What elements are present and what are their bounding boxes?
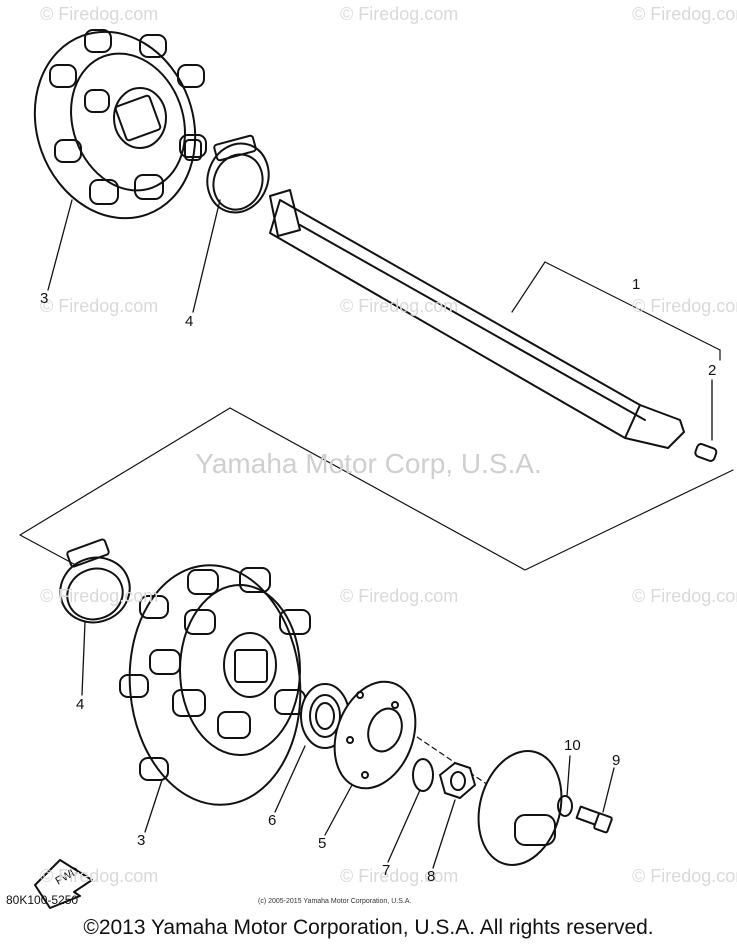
washer — [412, 758, 434, 792]
leader-7 — [387, 789, 421, 863]
leader-8 — [432, 799, 456, 869]
bracket-line — [511, 261, 546, 313]
end-cap — [477, 750, 563, 866]
part-number: 80K100-5250 — [6, 893, 79, 907]
nut — [439, 762, 476, 799]
callout-1: 1 — [632, 276, 641, 293]
leader-3-lower — [144, 779, 163, 833]
watermark-text: © Firedog.com — [632, 866, 737, 886]
callout-7: 7 — [382, 862, 391, 879]
callout-6: 6 — [268, 812, 277, 829]
drive-shaft — [269, 189, 685, 449]
watermark-text: © Firedog.com — [40, 586, 159, 606]
copyright-footer: ©2013 Yamaha Motor Corporation, U.S.A. A… — [83, 916, 654, 939]
lower-clamp — [59, 538, 131, 624]
leader-3-upper — [47, 199, 73, 291]
bolt — [575, 805, 613, 834]
upper-sprocket — [33, 29, 207, 220]
watermark-text: © Firedog.com — [340, 296, 459, 316]
callout-10: 10 — [564, 737, 581, 754]
end-plug — [694, 443, 718, 462]
lower-sprocket — [119, 564, 311, 806]
fwd-arrow-icon — [34, 859, 93, 909]
watermark-text: © Firedog.com — [40, 296, 159, 316]
callout-8: 8 — [427, 868, 436, 885]
leader-10 — [566, 755, 571, 797]
upper-clamp — [206, 134, 270, 214]
corp-watermark: Yamaha Motor Corp, U.S.A. — [195, 448, 542, 479]
flange — [333, 680, 417, 790]
watermark-text: © Firedog.com — [632, 586, 737, 606]
callout-3: 3 — [40, 290, 49, 307]
callout-4: 4 — [185, 313, 194, 330]
leader-5 — [324, 784, 353, 836]
callout-9: 9 — [612, 752, 621, 769]
callout-2: 2 — [708, 362, 717, 379]
callout-4-lower: 4 — [76, 696, 85, 713]
lock-washer — [557, 795, 573, 817]
leader-4-upper — [192, 199, 221, 313]
watermark-text: © Firedog.com — [340, 866, 459, 886]
bracket-line — [19, 407, 231, 571]
watermark-text: © Firedog.com — [340, 4, 459, 24]
callout-3-lower: 3 — [137, 832, 146, 849]
watermark-text: © Firedog.com — [40, 4, 159, 24]
watermark-text: © Firedog.com — [632, 4, 737, 24]
watermark-text: © Firedog.com — [632, 296, 737, 316]
bracket-line — [544, 261, 721, 351]
micro-copyright: (c) 2005-2015 Yamaha Motor Corporation, … — [258, 898, 412, 905]
watermark-text: © Firedog.com — [40, 866, 159, 886]
leader-9 — [602, 767, 615, 813]
callout-5: 5 — [318, 835, 327, 852]
leader-6 — [274, 745, 306, 813]
watermark-text: © Firedog.com — [340, 586, 459, 606]
leader-4-lower — [81, 621, 86, 696]
bracket-line — [229, 407, 734, 571]
